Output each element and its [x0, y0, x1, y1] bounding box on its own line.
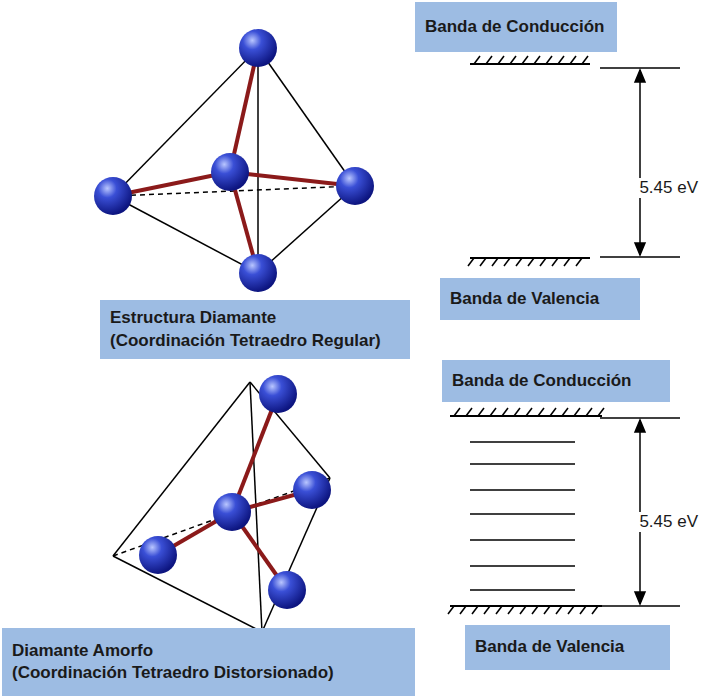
conduction-band-label: Banda de Conducción	[415, 2, 617, 52]
structure-label: Diamante Amorfo(Coordinación Tetraedro D…	[2, 628, 415, 696]
valence-band-label: Banda de Valencia	[465, 625, 670, 670]
conduction-band-label: Banda de Conducción	[442, 360, 670, 402]
atoms	[139, 375, 331, 609]
distorted-tetrahedron	[113, 382, 330, 632]
gap-energy: 5.45 eV	[637, 178, 700, 198]
regular-tetrahedron	[113, 48, 355, 273]
gap-energy: 5.45 eV	[637, 512, 700, 532]
label-text: Banda de Valencia	[450, 288, 599, 310]
label-text: Banda de Valencia	[475, 636, 624, 658]
atoms	[94, 29, 374, 292]
structure-label: Estructura Diamante(Coordinación Tetraed…	[100, 300, 410, 359]
label-text: Banda de Conducción	[452, 370, 631, 392]
label-text: (Coordinación Tetraedro Distorsionado)	[12, 662, 334, 684]
bonds	[158, 394, 312, 590]
label-text: Diamante Amorfo	[12, 640, 153, 662]
label-text: Banda de Conducción	[425, 16, 604, 38]
gap-states	[470, 442, 575, 590]
label-text: (Coordinación Tetraedro Regular)	[110, 330, 381, 352]
hatching	[448, 56, 604, 614]
band-edges	[450, 64, 602, 606]
label-text: Estructura Diamante	[110, 307, 276, 329]
valence-band-label: Banda de Valencia	[440, 278, 640, 320]
bonds	[113, 48, 355, 273]
